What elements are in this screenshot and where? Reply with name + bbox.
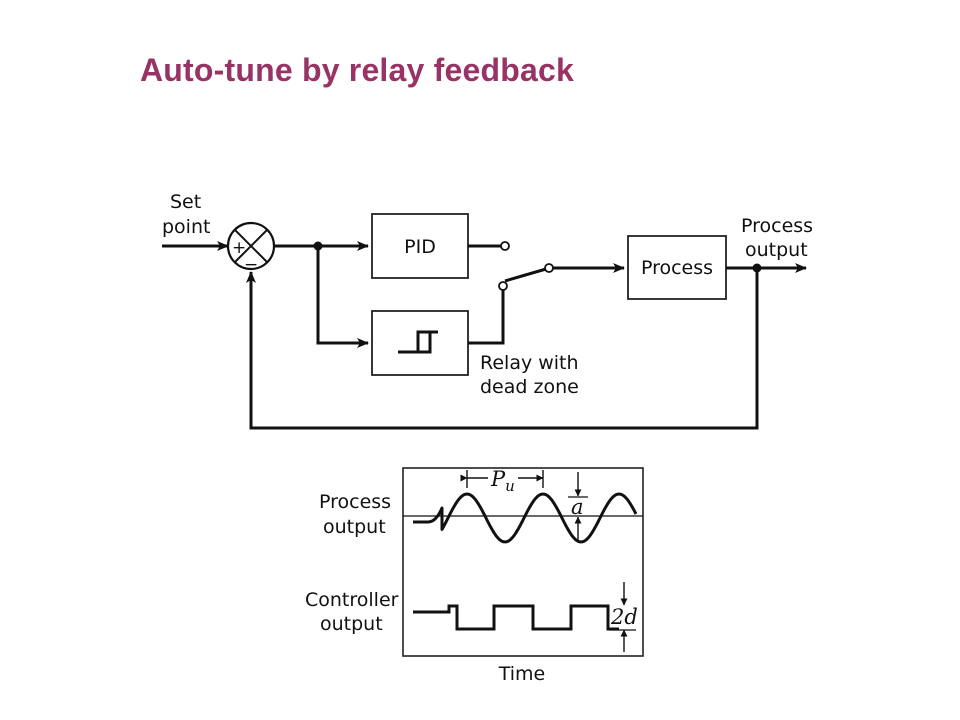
pid-label: PID [404, 236, 436, 258]
process-output-label-line2: output [745, 239, 808, 261]
controller-output-curve [413, 604, 619, 631]
relay-output-line [468, 290, 505, 345]
plot-process-output-label: Process [319, 491, 391, 513]
amplitude-marker: a [568, 472, 588, 540]
relay-switch-contact [498, 281, 508, 291]
plot-controller-output-label-line2: output [320, 613, 383, 635]
switch-blade [504, 267, 547, 283]
switch-pivot [544, 263, 554, 273]
process-output-label: Process [741, 215, 813, 237]
pid-switch-contact [500, 241, 510, 251]
block-diagram: Set point + − PID [162, 191, 813, 430]
error-to-relay-line [316, 246, 369, 348]
amplitude-label: a [571, 495, 584, 519]
page-title: Auto-tune by relay feedback [140, 52, 574, 88]
relay-symbol-upper [398, 330, 438, 354]
pid-block [371, 213, 469, 279]
relay-amplitude-marker: 2d [609, 582, 638, 652]
relay-amplitude-label: 2d [610, 605, 638, 629]
setpoint-label-line2: point [162, 216, 210, 238]
time-axis-label: Time [498, 663, 546, 685]
plot-controller-output-label: Controller [305, 589, 399, 611]
setpoint-label: Set [170, 191, 201, 213]
relay-caption: Relay with [480, 352, 579, 374]
process-block [627, 235, 727, 300]
process-label: Process [641, 257, 713, 279]
relay-response-plot: Pu a 2d Process output Controller output… [305, 467, 644, 685]
sum-plus-sign: + [232, 238, 246, 258]
relay-caption-line2: dead zone [480, 376, 579, 398]
plot-process-output-label-line2: output [323, 516, 386, 538]
relay-symbol-lower [410, 332, 432, 354]
period-label: Pu [490, 467, 515, 495]
summing-junction: + − [226, 221, 276, 275]
sum-minus-sign: − [244, 255, 258, 275]
process-output-curve [413, 492, 638, 544]
plot-frame [402, 467, 644, 657]
period-marker: Pu [460, 467, 544, 495]
relay-block [371, 310, 469, 376]
feedback-line [246, 268, 759, 430]
